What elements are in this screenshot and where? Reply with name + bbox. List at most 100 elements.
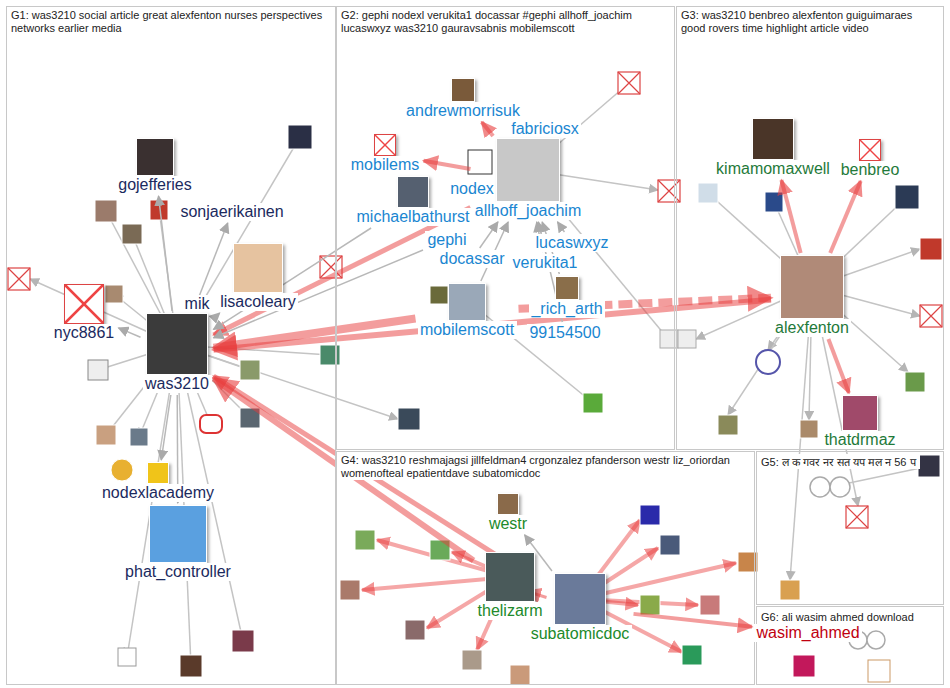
group-panel: G6: ali wasim ahmed downloadwasim_ahmed <box>756 606 944 685</box>
avatar <box>718 415 738 435</box>
avatar <box>905 372 925 392</box>
vertex-label: andrewmorrisuk <box>404 102 522 120</box>
vertex-label: lucaswxyz <box>534 234 611 252</box>
avatar-image <box>859 139 881 161</box>
vertex-label: benbreo <box>839 161 902 179</box>
avatar <box>918 455 940 477</box>
vertex-label: was3210 <box>143 375 212 393</box>
vertex-node: 99154500 <box>527 324 603 342</box>
avatar-image <box>485 552 535 602</box>
avatar <box>240 360 260 380</box>
empty-avatar <box>830 477 850 497</box>
vertex-node: andrewmorrisuk <box>404 78 522 120</box>
avatar-image <box>149 505 207 563</box>
avatar <box>200 415 222 433</box>
avatar <box>660 535 680 555</box>
vertex-label: alexfenton <box>773 319 851 337</box>
avatar-image <box>842 395 878 431</box>
vertex-label: michaelbathurst <box>355 208 472 226</box>
vertex-label: nodexlacademy <box>100 484 217 502</box>
edge-connector <box>161 395 171 460</box>
avatar <box>180 655 202 677</box>
group-panel: G3: was3210 benbreo alexfenton guiguimar… <box>676 6 944 450</box>
avatar-image <box>496 138 560 202</box>
avatar <box>232 630 254 652</box>
edge-connector <box>482 122 493 136</box>
missing-avatar <box>618 72 640 94</box>
group-header: G3: was3210 benbreo alexfenton guiguimar… <box>677 7 943 35</box>
vertex-node: benbreo <box>839 139 902 179</box>
vertex-label: gephi <box>425 231 469 249</box>
avatar-image <box>146 313 208 375</box>
vertex-node: lucaswxyz <box>534 234 611 252</box>
missing-avatar-cross <box>8 268 30 290</box>
vertex-node: kimamomaxwell <box>714 118 832 178</box>
vertex-label: allhoff_joachim <box>473 202 584 220</box>
avatar <box>88 360 108 380</box>
avatar <box>793 655 815 677</box>
avatar <box>920 238 942 260</box>
avatar <box>118 648 136 666</box>
vertex-label: 99154500 <box>527 324 603 342</box>
vertex-label: nodex <box>448 180 496 198</box>
vertex-label: _rich_arth <box>529 300 605 318</box>
vertex-node: subatomicdoc <box>529 573 632 643</box>
edge-connector <box>781 180 800 253</box>
avatar <box>738 552 758 572</box>
group-header: G6: ali wasim ahmed download <box>757 609 918 624</box>
edge-connector <box>634 614 753 627</box>
vertex-label: lisacoleary <box>218 293 298 311</box>
edge-connector <box>480 222 498 248</box>
avatar <box>288 125 312 149</box>
vertex-node: michaelbathurst <box>355 176 472 226</box>
avatar-image <box>555 276 579 300</box>
avatar-image <box>448 283 486 321</box>
avatar-image <box>374 134 396 156</box>
missing-avatar <box>920 305 942 327</box>
vertex-node: lisacoleary <box>218 243 298 311</box>
vertex-node: thatdrmaz <box>822 395 898 449</box>
empty-avatar <box>810 477 830 497</box>
avatar <box>765 192 783 212</box>
vertex-label: fabriciosx <box>509 120 581 138</box>
group-panel: G2: gephi nodexl verukita1 docassar #gep… <box>336 6 675 450</box>
vertex-label: nyc8861 <box>52 324 117 342</box>
avatar <box>111 459 133 481</box>
avatar-image <box>136 138 174 176</box>
group-panel: G1: was3210 social article great alexfen… <box>6 6 336 685</box>
vertex-node: nodexlacademy <box>100 462 217 502</box>
vertex-node: was3210 <box>143 313 212 393</box>
vertex-node: nyc8861 <box>52 284 117 342</box>
avatar-image <box>554 573 606 625</box>
avatar <box>468 150 492 174</box>
vertex-node: gephi <box>425 231 469 249</box>
group-header: G5: ल क गवर नर सत यप मल न 56 प <box>757 454 920 469</box>
avatar <box>398 408 420 430</box>
avatar-image <box>233 243 283 293</box>
avatar <box>122 224 142 244</box>
avatar-image <box>451 78 475 102</box>
avatar <box>640 505 660 525</box>
avatar-image <box>64 284 104 324</box>
vertex-label: phat_controller <box>123 563 233 581</box>
avatar <box>340 580 360 600</box>
group-panel: G4: was3210 reshmajagsi jillfeldman4 crg… <box>336 451 755 685</box>
avatar <box>780 580 800 600</box>
avatar <box>756 350 780 374</box>
group-header: G1: was3210 social article great alexfen… <box>7 7 335 35</box>
avatar <box>640 595 660 615</box>
avatar <box>96 425 116 445</box>
avatar-image <box>397 176 429 208</box>
avatar <box>355 530 375 550</box>
avatar-image <box>147 462 169 484</box>
edge-connector <box>828 339 849 393</box>
vertex-node: mobilems <box>349 134 422 174</box>
avatar <box>130 428 148 446</box>
missing-avatar <box>846 506 868 528</box>
vertex-node: allhoff_joachim <box>473 138 584 220</box>
missing-avatar-cross <box>618 72 640 94</box>
vertex-label: thelizarm <box>476 602 545 620</box>
vertex-label: mik <box>183 295 212 313</box>
group-header: G2: gephi nodexl verukita1 docassar #gep… <box>337 7 674 35</box>
